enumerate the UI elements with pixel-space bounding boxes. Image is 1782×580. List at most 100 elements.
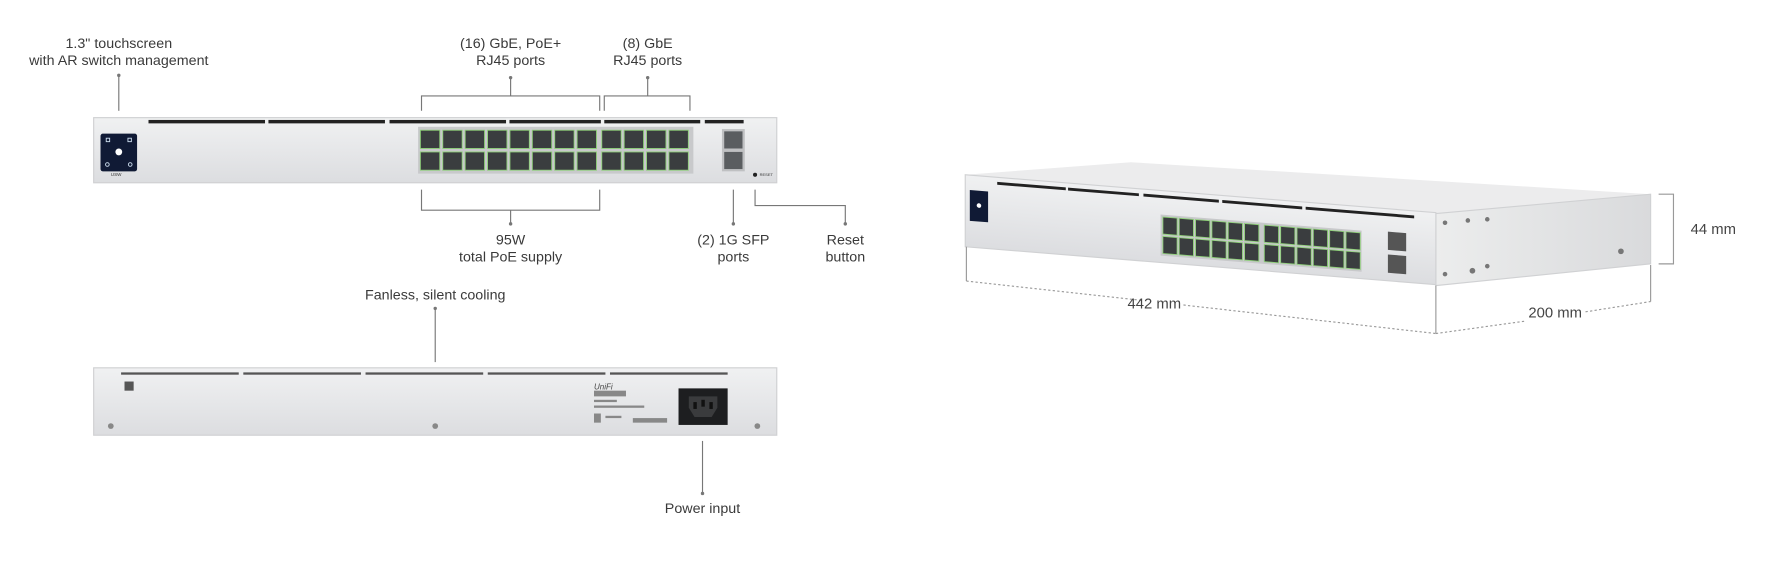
rj45-port-3d [1296,246,1312,266]
rj45-port[interactable] [623,151,645,171]
front-callout-lines [118,75,846,224]
rear-brand-label: UniFi [593,383,613,392]
callout-text: (16) GbE, PoE+ [460,35,562,52]
rj45-port-3d [1162,216,1178,236]
sfp-cages [721,129,745,172]
callout-text: RJ45 ports [476,52,546,69]
rj45-port-3d [1178,237,1194,257]
rj45-port-3d [1195,238,1211,258]
front-panel [93,117,778,184]
callout-cooling: Fanless, silent cooling [365,287,505,304]
rj45-port[interactable] [464,151,486,171]
rj45-port[interactable] [554,129,575,149]
callout-text: button [825,249,866,266]
rj45-port-3d [1227,241,1243,261]
front-vents [148,119,744,124]
rj45-port[interactable] [419,129,441,149]
callout-reset: Reset button [825,232,865,266]
front-usw-label: USW [110,171,122,178]
front-rj45-ports [419,129,689,171]
regulatory-label [593,390,668,423]
rj45-port-3d [1244,223,1260,243]
rj45-port[interactable] [601,129,622,149]
rj45-port-3d [1195,219,1211,239]
rj45-port[interactable] [442,129,463,149]
power-inlet[interactable] [678,388,728,425]
reset-button[interactable] [753,172,758,177]
rj45-port-3d [1263,224,1280,244]
front-face [964,174,1437,286]
callout-gbe-ports: (8) GbE RJ45 ports [613,35,682,69]
rj45-port[interactable] [419,151,441,171]
rj45-port-3d [1227,221,1243,241]
rj45-port[interactable] [509,129,530,149]
rj45-port-3d [1329,249,1345,269]
callout-text: ports [717,249,750,266]
rj45-port[interactable] [576,151,597,171]
callout-text: with AR switch management [29,52,209,69]
rear-vents [121,372,728,375]
callout-power: Power input [665,500,740,517]
rj45-port-3d [1211,239,1227,260]
dimension-depth: 200 mm [1528,303,1583,321]
rj45-port-3d [1162,235,1178,256]
callout-text: total PoE supply [459,249,563,266]
callout-poe-supply: 95W total PoE supply [459,232,562,266]
touchscreen[interactable] [100,133,138,172]
callout-text: RJ45 ports [613,52,683,69]
rj45-port[interactable] [442,151,463,171]
rj45-port[interactable] [487,129,508,149]
callout-text: 1.3" touchscreen [65,35,173,52]
side-screws [1442,217,1624,277]
rj45-port-3d [1345,231,1361,251]
rear-callout-lines [434,308,704,494]
reset-label: RESET [759,172,773,178]
rj45-port-3d [1280,245,1296,265]
rj45-port[interactable] [668,151,689,171]
callout-text: Fanless, silent cooling [364,286,506,303]
callout-text: Power input [664,500,741,517]
rj45-port[interactable] [668,129,689,149]
rj45-port-3d [1296,227,1312,247]
callout-text: (8) GbE [622,35,673,52]
callout-sfp-ports: (2) 1G SFP ports [697,232,769,266]
switch-3d-view [964,162,1652,287]
rj45-port[interactable] [509,151,530,171]
callout-text: (2) 1G SFP [697,231,770,248]
dimension-height: 44 mm [1690,220,1736,238]
dimension-width: 442 mm [1127,294,1182,312]
rj45-port[interactable] [623,129,645,149]
rj45-port[interactable] [531,129,553,149]
sfp-port-3d [1387,254,1407,275]
rear-screws [107,423,761,429]
rj45-port-3d [1329,229,1345,250]
rj45-port-3d [1280,225,1296,246]
rj45-port[interactable] [487,151,508,171]
top-face [965,162,1651,214]
rj45-port[interactable] [576,129,597,149]
sfp-port[interactable] [724,131,743,149]
sfp-port-3d [1387,231,1407,252]
rj45-port[interactable] [554,151,575,171]
callout-text: 95W [495,231,526,248]
rj45-port-3d [1312,228,1329,248]
sfp-port[interactable] [724,151,743,170]
dimension-lines [965,193,1675,335]
rj45-port[interactable] [646,151,667,171]
callout-text: Reset [826,231,864,248]
rear-panel [93,367,778,436]
rj45-port-3d [1345,250,1361,270]
rj45-port[interactable] [646,129,667,149]
callout-poe-ports: (16) GbE, PoE+ RJ45 ports [460,35,561,69]
rj45-port-3d [1263,244,1280,264]
rj45-port-3d [1244,242,1260,262]
rj45-port-3d [1211,220,1227,240]
rj45-port[interactable] [531,151,553,171]
callout-touchscreen: 1.3" touchscreen with AR switch manageme… [29,35,208,69]
rj45-port-3d [1178,217,1194,238]
rj45-port-3d [1312,247,1329,268]
rj45-port[interactable] [464,129,486,149]
rj45-port[interactable] [601,151,622,171]
